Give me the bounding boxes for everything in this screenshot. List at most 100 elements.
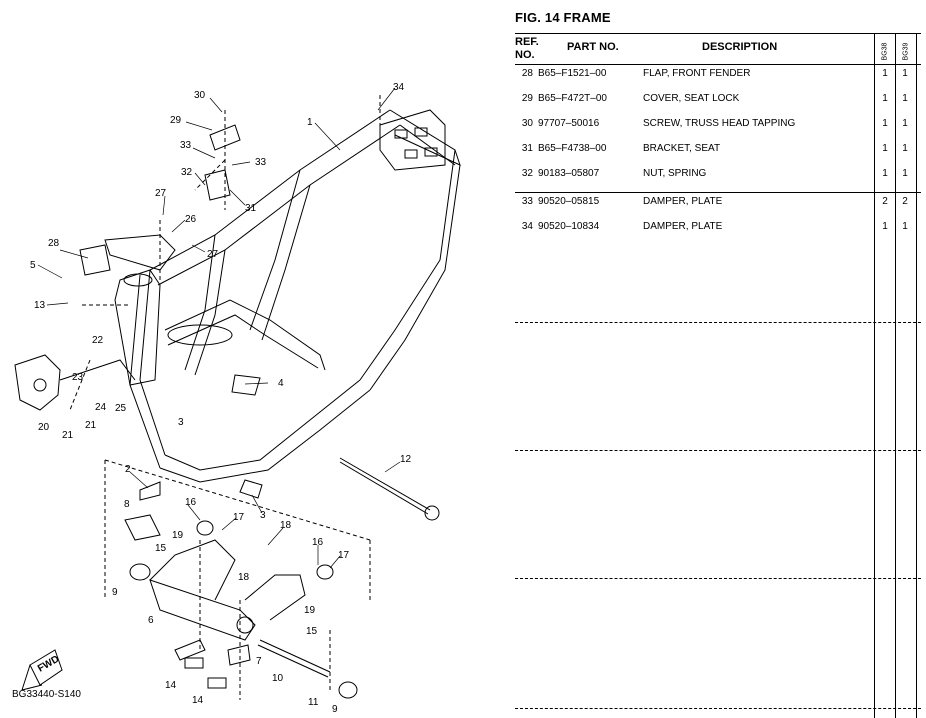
qty-bg38-cell: 2	[882, 196, 888, 207]
section-divider	[515, 578, 921, 579]
table-row: 32 90183–05807 NUT, SPRING 1 1	[512, 168, 926, 182]
callout-6: 6	[148, 615, 154, 626]
frame-drawing: FWD 1 2 3 3 4 5 6 7 8 9 9 10 11 12 13	[12, 82, 461, 715]
callout-12: 12	[400, 454, 412, 465]
exploded-parts-diagram: FWD 1 2 3 3 4 5 6 7 8 9 9 10 11 12 13	[12, 82, 461, 715]
qty-bg39-cell: 1	[902, 93, 908, 104]
header-model-bg38: BG38	[881, 42, 889, 60]
callout-17: 17	[338, 550, 350, 561]
callout-20: 20	[38, 422, 50, 433]
table-top-rule	[515, 33, 921, 34]
description-cell: DAMPER, PLATE	[643, 221, 723, 232]
table-row: 29 B65–F472T–00 COVER, SEAT LOCK 1 1	[512, 93, 926, 107]
description-cell: SCREW, TRUSS HEAD TAPPING	[643, 118, 796, 129]
part-number-cell: 97707–50016	[538, 118, 600, 129]
part-number-cell: B65–F4738–00	[538, 143, 607, 154]
qty-bg39-cell: 1	[902, 168, 908, 179]
qty-bg38-cell: 1	[882, 93, 888, 104]
qty-bg38-cell: 1	[882, 143, 888, 154]
callout-21: 21	[85, 420, 97, 431]
callout-19: 19	[172, 530, 184, 541]
ref-no-cell: 30	[521, 118, 533, 129]
callout-3: 3	[260, 510, 266, 521]
callout-19: 19	[304, 605, 316, 616]
part-number-cell: 90520–10834	[538, 221, 600, 232]
qty-bg39-cell: 1	[902, 221, 908, 232]
description-cell: COVER, SEAT LOCK	[643, 93, 740, 104]
qty-bg38-cell: 1	[882, 168, 888, 179]
callout-31: 31	[245, 203, 257, 214]
callout-33: 33	[255, 157, 267, 168]
callout-27: 27	[207, 249, 219, 260]
callout-16: 16	[185, 497, 197, 508]
callout-2: 2	[125, 464, 131, 475]
header-rule	[515, 64, 921, 65]
figure-id: BG33440-S140	[12, 689, 81, 700]
callout-14: 14	[165, 680, 177, 691]
ref-no-cell: 33	[521, 196, 533, 207]
part-number-cell: B65–F472T–00	[538, 93, 607, 104]
part-number-cell: B65–F1521–00	[538, 68, 607, 79]
callout-14: 14	[192, 695, 204, 706]
header-description: DESCRIPTION	[702, 41, 778, 53]
parts-list: FIG. 14 FRAME REF. NO. PART NO. DESCRIPT…	[512, 0, 926, 718]
callout-22: 22	[92, 335, 104, 346]
ref-no-cell: 29	[521, 93, 533, 104]
callout-25: 25	[115, 403, 127, 414]
callout-13: 13	[34, 300, 46, 311]
callout-10: 10	[272, 673, 284, 684]
callout-5: 5	[30, 260, 36, 271]
qty-bg39-cell: 1	[902, 143, 908, 154]
callout-11: 11	[308, 697, 319, 708]
qty-bg38-cell: 1	[882, 221, 888, 232]
ref-no-cell: 28	[521, 68, 533, 79]
table-row: 33 90520–05815 DAMPER, PLATE 2 2	[512, 196, 926, 210]
section-divider	[515, 708, 921, 709]
callout-24: 24	[95, 402, 107, 413]
callout-1: 1	[307, 117, 313, 128]
callout-9: 9	[112, 587, 118, 598]
description-cell: NUT, SPRING	[643, 168, 707, 179]
header-part-no: PART NO.	[567, 41, 619, 53]
callout-27: 27	[155, 188, 167, 199]
rear-frame-end	[389, 109, 461, 166]
ref-no-cell: 34	[521, 221, 533, 232]
ref-no-cell: 31	[521, 143, 533, 154]
callout-3: 3	[178, 417, 184, 428]
callout-18: 18	[238, 572, 250, 583]
group-divider	[515, 192, 921, 193]
part-number-cell: 90520–05815	[538, 196, 600, 207]
rear-carrier-bracket	[379, 109, 446, 171]
callout-17: 17	[233, 512, 245, 523]
qty-bg38-cell: 1	[882, 118, 888, 129]
ref-no-cell: 32	[521, 168, 533, 179]
table-row: 34 90520–10834 DAMPER, PLATE 1 1	[512, 221, 926, 235]
header-model-bg39: BG39	[902, 42, 910, 60]
frame-top-tube	[149, 109, 391, 271]
column-divider	[895, 34, 896, 718]
callout-29: 29	[170, 115, 182, 126]
callout-23: 23	[72, 372, 84, 383]
callout-34: 34	[393, 82, 405, 93]
qty-bg39-cell: 2	[902, 196, 908, 207]
part-number-cell: 90183–05807	[538, 168, 600, 179]
callout-21: 21	[62, 430, 74, 441]
callout-26: 26	[185, 214, 197, 225]
section-divider	[515, 322, 921, 323]
table-row: 30 97707–50016 SCREW, TRUSS HEAD TAPPING 1 1	[512, 118, 926, 132]
steering-head	[114, 269, 161, 386]
table-row: 31 B65–F4738–00 BRACKET, SEAT 1 1	[512, 143, 926, 157]
section-divider	[515, 450, 921, 451]
qty-bg39-cell: 1	[902, 68, 908, 79]
callout-4: 4	[278, 378, 284, 389]
callout-33: 33	[180, 140, 192, 151]
description-cell: BRACKET, SEAT	[643, 143, 721, 154]
qty-bg38-cell: 1	[882, 68, 888, 79]
callout-9: 9	[332, 704, 338, 715]
description-cell: DAMPER, PLATE	[643, 196, 723, 207]
column-divider	[916, 34, 917, 718]
header-ref-no: REF. NO.	[515, 36, 539, 61]
qty-bg39-cell: 1	[902, 118, 908, 129]
description-cell: FLAP, FRONT FENDER	[643, 68, 751, 79]
fwd-label: FWD	[36, 654, 61, 675]
